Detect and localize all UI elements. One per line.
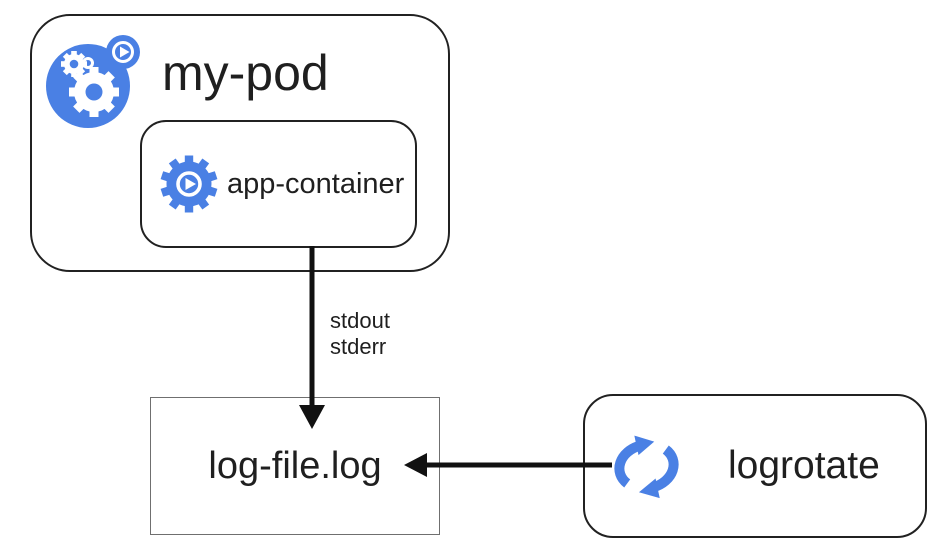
logrotate-node: logrotate	[583, 394, 927, 538]
log-file-name-label: log-file.log	[208, 444, 382, 487]
gear-play-icon	[160, 155, 218, 213]
pod-node: my-pod	[30, 14, 450, 272]
logrotate-name-label: logrotate	[728, 444, 880, 487]
kubernetes-pod-icon	[46, 35, 140, 129]
log-file-node: log-file.log	[150, 397, 440, 535]
stream-edge-label: stdout stderr	[330, 308, 390, 360]
stderr-label: stderr	[330, 334, 387, 359]
app-container-node: app-container	[140, 120, 417, 248]
app-container-name-label: app-container	[227, 167, 405, 200]
rotate-sync-icon	[599, 421, 694, 512]
stdout-label: stdout	[330, 308, 390, 333]
pod-name-label: my-pod	[162, 45, 329, 101]
